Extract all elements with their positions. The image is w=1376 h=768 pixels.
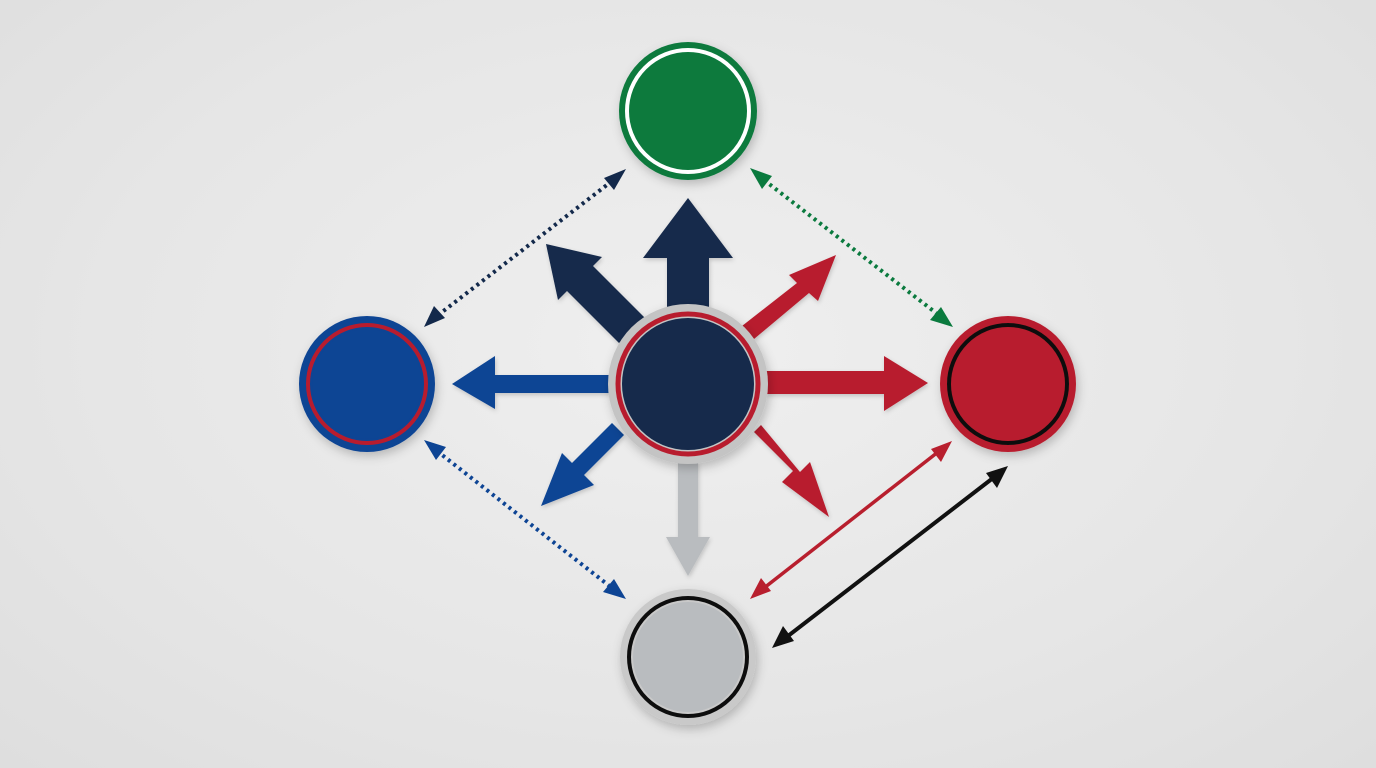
node-core — [631, 54, 745, 168]
node-inner-ring — [615, 311, 761, 457]
node-bottom — [620, 589, 756, 725]
arrowhead-right — [986, 466, 1008, 488]
arrowhead-left — [424, 306, 445, 327]
connector-left-bottom — [424, 440, 626, 599]
connector-bottom-right-black — [772, 466, 1008, 648]
node-core — [633, 602, 743, 712]
node-inner-ring — [627, 596, 749, 718]
node-inner-ring — [947, 323, 1069, 445]
node-core — [953, 329, 1063, 439]
connector-top-right — [750, 168, 953, 327]
connector-line — [762, 450, 940, 590]
connector-layer — [424, 168, 1008, 648]
arrowhead-left — [424, 440, 446, 460]
node-layer — [299, 42, 1076, 725]
node-inner-ring — [625, 48, 751, 174]
arrow-center-to-top — [643, 198, 733, 312]
arrow-center-to-upper-left — [546, 244, 645, 343]
arrow-center-to-left — [452, 356, 612, 409]
node-top — [619, 42, 757, 180]
arrowhead-bottom — [772, 626, 794, 648]
connector-top-left — [424, 169, 626, 327]
node-inner-ring — [306, 323, 428, 445]
arrow-center-to-lower-left — [541, 423, 624, 506]
arrow-center-to-lower-right — [754, 425, 829, 517]
arrowhead-right — [931, 441, 952, 462]
connector-line — [762, 178, 942, 318]
radial-arrow-layer — [452, 198, 928, 576]
connector-line — [786, 476, 995, 638]
arrow-center-to-upper-right — [742, 255, 836, 339]
node-core — [312, 329, 422, 439]
arrowhead-top — [604, 169, 626, 190]
node-center — [608, 304, 768, 464]
arrowhead-bottom — [750, 578, 771, 599]
arrowhead-right — [930, 307, 953, 327]
node-right — [940, 316, 1076, 452]
connector-line — [435, 449, 614, 590]
arrowhead-bottom — [603, 579, 626, 599]
arrow-center-to-right — [766, 356, 928, 411]
arrowhead-top — [750, 168, 772, 189]
connector-line — [435, 179, 614, 318]
node-left — [299, 316, 435, 452]
arrow-center-to-bottom — [666, 462, 710, 576]
connector-bottom-right-red — [750, 441, 952, 599]
node-core — [622, 318, 754, 450]
